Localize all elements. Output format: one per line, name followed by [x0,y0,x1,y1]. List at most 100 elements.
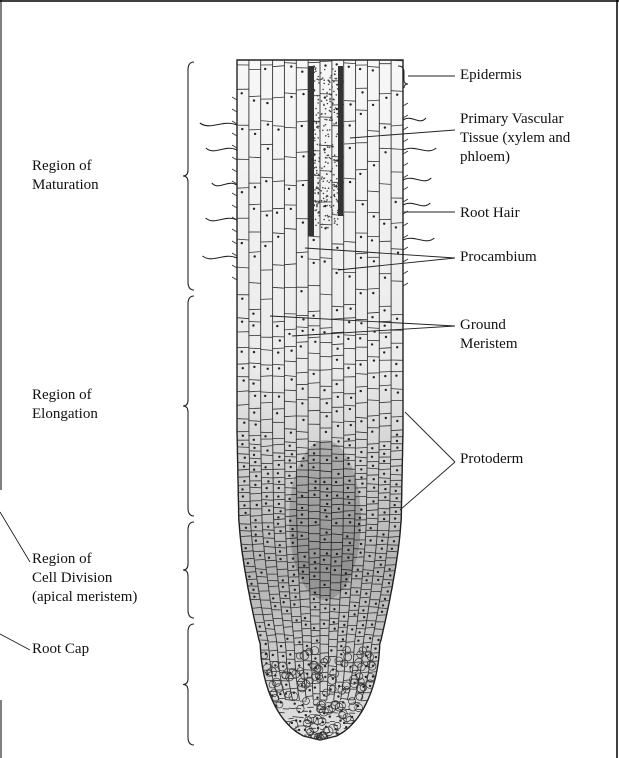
vascular-stipple [319,153,321,155]
cell-nucleus [304,738,306,740]
cell-wall [249,348,261,349]
cell-nucleus [394,517,396,519]
cell-nucleus [241,443,243,445]
cell-nucleus [290,482,292,484]
cell-nucleus [266,541,268,543]
vascular-stipple [317,112,319,114]
vascular-stipple [321,176,323,178]
vascular-stipple [337,116,339,118]
cell-nucleus [359,552,361,554]
cell-wall [298,717,303,718]
cell-nucleus [377,571,379,573]
vascular-stipple [331,86,333,88]
vascular-stipple [314,200,316,202]
cell-nucleus [373,359,375,361]
vascular-stipple [326,119,328,121]
vascular-stipple [329,77,331,79]
cell-nucleus [396,440,398,442]
cell-nucleus [294,703,296,705]
cell-nucleus [361,482,363,484]
vascular-stipple [317,183,319,185]
cell-nucleus [394,525,396,527]
cell-nucleus [362,624,364,626]
vascular-stipple [317,177,319,179]
cell-nucleus [342,638,344,640]
vascular-stipple [333,123,335,125]
cell-nucleus [372,69,374,71]
hair-stub [232,253,237,256]
cell-nucleus [379,556,381,558]
vascular-stipple [323,193,325,195]
cell-nucleus [279,339,281,341]
vascular-stipple [327,227,329,229]
cell-nucleus [266,495,268,497]
cell-nucleus [365,592,367,594]
vascular-stipple [317,95,319,97]
cell-nucleus [266,214,268,216]
vascular-stipple [320,72,322,74]
vascular-stipple [316,209,318,211]
vascular-stipple [336,94,338,96]
vascular-stipple [326,157,328,159]
vascular-stipple [330,206,332,208]
label-region-maturation: Region of Maturation [32,157,99,195]
cell-nucleus [324,676,326,678]
vascular-stipple [329,81,331,83]
cell-nucleus [264,395,266,397]
vascular-stipple [323,79,325,81]
cell-nucleus [394,504,396,506]
cell-nucleus [280,645,282,647]
vascular-stipple [330,94,332,96]
cell-wall [285,457,297,458]
hair-stub [403,271,408,274]
vascular-stipple [332,103,334,105]
cell-nucleus [387,590,389,592]
cell-wall [320,117,332,118]
cell-nucleus [342,630,344,632]
vascular-stipple [336,136,338,138]
cell-nucleus [368,555,370,557]
cell-nucleus [241,351,243,353]
cell-nucleus [241,191,243,193]
cell-nucleus [254,395,256,397]
cell-nucleus [336,309,338,311]
vascular-stipple [317,76,319,78]
cell-nucleus [268,509,270,511]
cell-nucleus [362,203,364,205]
cell-nucleus [385,417,387,419]
cell-wall [285,450,297,451]
cell-nucleus [348,438,350,440]
vascular-stipple [318,161,320,163]
cell-nucleus [360,236,362,238]
cell-nucleus [265,180,267,182]
vascular-stipple [316,121,318,123]
leader-protoderm-2 [400,462,455,510]
cell-nucleus [395,483,397,485]
vascular-stipple [334,70,336,72]
cell-nucleus [278,464,280,466]
cell-nucleus [347,367,349,369]
cell-nucleus [337,695,339,697]
vascular-stipple [315,219,317,221]
cell-nucleus [373,260,375,262]
vascular-stipple [329,157,331,159]
vascular-stipple [333,98,335,100]
cell-nucleus [256,504,258,506]
cell-nucleus [384,126,386,128]
vascular-stipple [325,161,327,163]
cell-nucleus [253,366,255,368]
cell-nucleus [360,468,362,470]
vascular-stipple [316,204,318,206]
vascular-stipple [332,146,334,148]
cell-nucleus [372,104,374,106]
cell-nucleus [349,147,351,149]
hair-stub [232,145,237,148]
vascular-stipple [336,113,338,115]
cell-nucleus [395,490,397,492]
cell-wall [264,620,273,621]
cell-nucleus [361,91,363,93]
cell-nucleus [373,164,375,166]
vascular-stipple [327,180,329,182]
vascular-stipple [327,79,329,81]
cell-nucleus [313,627,315,629]
